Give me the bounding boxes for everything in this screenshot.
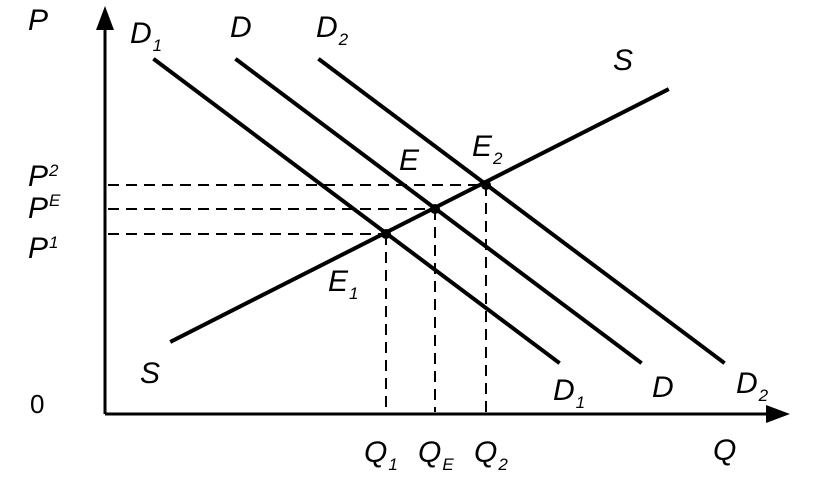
equilibrium-label-e: E <box>399 144 420 177</box>
demand-curve-2 <box>317 57 726 365</box>
y-axis-label: P <box>28 4 48 37</box>
demand-2-label-top: D2 <box>316 11 349 49</box>
equilibrium-label-e1: E1 <box>328 265 358 303</box>
price-label-pe: PE <box>28 191 61 225</box>
x-axis-label: Q <box>713 434 736 467</box>
demand-label-bottom: D <box>652 371 674 404</box>
equilibrium-point-e2 <box>481 180 491 190</box>
y-axis-arrowhead <box>96 6 114 30</box>
curves <box>152 57 726 365</box>
supply-label-top: S <box>613 44 633 77</box>
demand-curve-1 <box>152 57 561 365</box>
supply-curve <box>169 87 670 344</box>
guide-lines <box>108 184 487 412</box>
price-label-p2: P2 <box>28 160 59 193</box>
axes <box>96 6 790 423</box>
price-label-p1: P1 <box>28 232 58 265</box>
demand-1-label-bottom: D1 <box>553 374 585 412</box>
origin-label: 0 <box>30 389 44 419</box>
demand-label-top: D <box>230 11 252 44</box>
equilibrium-point-e1 <box>381 229 391 239</box>
quantity-label-q1: Q1 <box>364 436 398 474</box>
supply-label-bottom: S <box>140 357 160 390</box>
equilibrium-points <box>381 180 491 239</box>
equilibrium-label-e2: E2 <box>472 130 503 168</box>
demand-2-label-bottom: D2 <box>736 367 769 405</box>
quantity-label-qe: QE <box>418 436 454 474</box>
x-axis-arrowhead <box>766 405 790 423</box>
demand-1-label-top: D1 <box>130 17 162 55</box>
quantity-label-q2: Q2 <box>474 436 508 474</box>
equilibrium-point-e <box>430 204 440 214</box>
